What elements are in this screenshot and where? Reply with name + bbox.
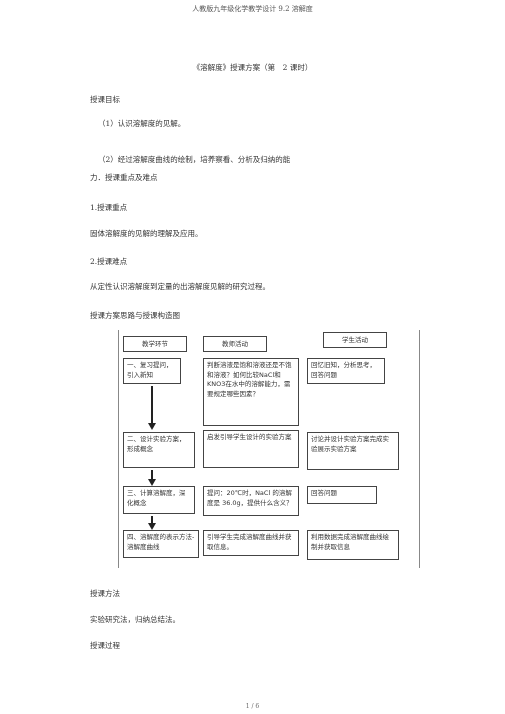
method-text: 实验研究法，归纳总结法。 [90,615,180,624]
stage-box-3: 三、计算溶解度，深化概念 [123,486,195,514]
flow-arrow-1-head [148,423,156,430]
stage-box-1: 一、复习提问，引入新知 [123,358,181,384]
student-box-3: 回答问题 [307,486,377,504]
goal-item-2: （2）经过溶解度曲线的绘制，培养察看、分析及归纳的能 [98,155,291,164]
teacher-box-3: 提问：20℃时，NaCl 的溶解度是 36.0g，提供什么含义？ [203,486,299,516]
flow-arrow-2-head [148,479,156,486]
process-heading: 授课过程 [90,641,120,650]
header-student: 学生活动 [323,332,387,348]
difficulty-heading: 2.授课难点 [90,257,128,266]
focus-text: 固体溶解度的见解的理解及应用。 [90,229,203,238]
flow-arrow-2 [151,470,153,480]
teaching-flowchart: 教学环节 教师活动 学生活动 一、复习提问，引入新知 判断溶液是饱和溶液还是不饱… [118,330,420,568]
focus-heading: 1.授课重点 [90,203,128,212]
design-heading: 授课方案思路与授课构造图 [90,311,180,320]
page-header: 人教版九年级化学教学设计 9.2 溶解度 [192,5,313,13]
stage-box-4: 四、溶解度的表示方法-溶解度曲线 [123,530,199,558]
header-teacher: 教师活动 [203,336,267,352]
goal-item-2-cont: 力．授课重点及难点 [90,173,158,182]
teacher-box-2: 启发引导学生设计的实验方案 [203,430,299,468]
flow-arrow-3-head [148,523,156,530]
flow-arrow-3 [151,516,153,524]
student-box-2: 讨论并设计实验方案完成实验展示实验方案 [307,432,399,470]
student-box-4: 利用数据完成溶解度曲线绘制并获取信息 [307,530,399,560]
difficulty-text: 从定性认识溶解度到定量的出溶解度见解的研究过程。 [90,282,270,291]
page-number: 1 / 6 [245,703,260,710]
header-stage: 教学环节 [123,336,187,352]
teacher-box-1: 判断溶液是饱和溶液还是不饱和溶液？如何比较NaCl和KNO3在水中的溶解能力，需… [203,358,299,426]
document-title: 《溶解度》授课方案（第 2 课时） [192,63,313,72]
teacher-box-4: 引导学生完成溶解度曲线并获取信息。 [203,530,299,556]
method-heading: 授课方法 [90,589,120,598]
flow-arrow-1 [151,386,153,424]
goal-heading: 授课目标 [90,95,120,104]
stage-box-2: 二、设计实验方案，形成概念 [123,432,195,468]
goal-item-1: （1）认识溶解度的见解。 [98,119,186,128]
student-box-1: 回忆旧知，分析思考，回答问题 [307,358,385,384]
